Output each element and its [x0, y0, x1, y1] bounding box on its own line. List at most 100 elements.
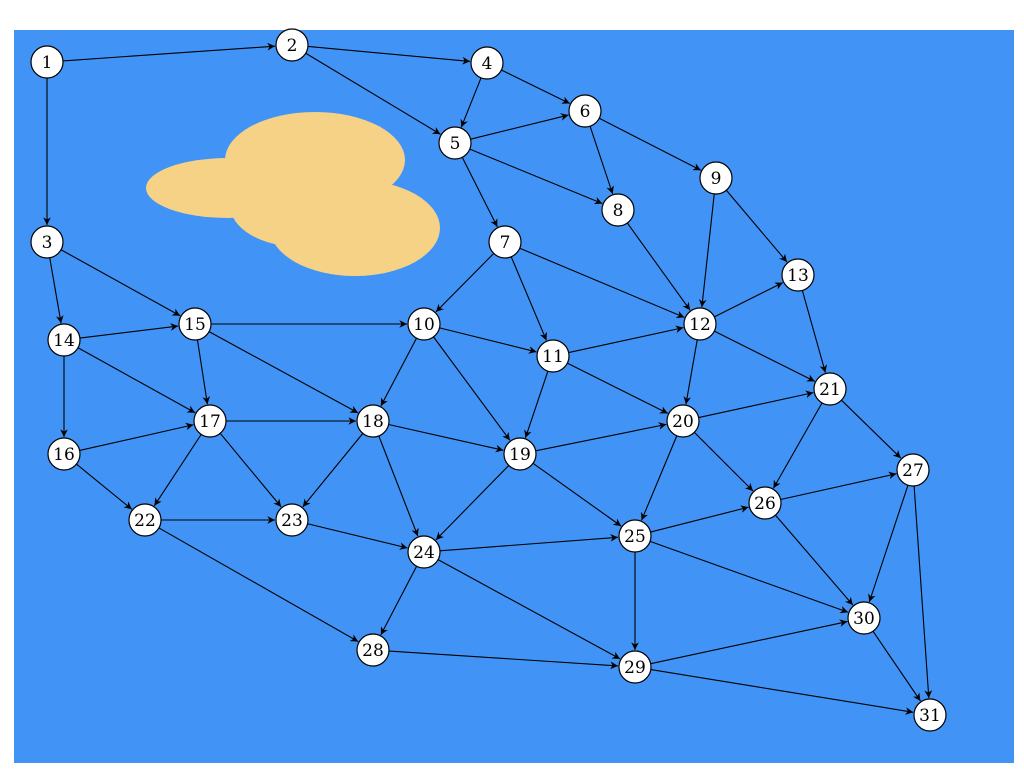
node-circle: [47, 437, 81, 471]
node-circle: [896, 453, 930, 487]
edge-3-15: [60, 249, 181, 317]
node-2: 2: [275, 28, 309, 62]
node-31: 31: [913, 698, 947, 732]
edge-13-21: [801, 290, 828, 373]
edge-21-26: [772, 402, 823, 489]
edge-24-25: [439, 534, 619, 552]
node-circle: [847, 601, 881, 635]
edge-7-11: [510, 256, 547, 341]
node-label: 31: [919, 706, 941, 726]
node-4: 4: [470, 46, 504, 80]
node-label: 2: [287, 36, 298, 56]
node-circle: [568, 94, 602, 128]
edge-15-18: [208, 331, 359, 414]
node-28: 28: [356, 633, 390, 667]
node-15: 15: [178, 307, 212, 341]
node-label: 18: [362, 412, 384, 432]
node-5: 5: [438, 126, 472, 160]
node-circle: [275, 28, 309, 62]
node-26: 26: [748, 486, 782, 520]
node-circle: [666, 404, 700, 438]
edge-10-18: [380, 337, 418, 407]
node-29: 29: [618, 650, 652, 684]
edge-25-26: [650, 505, 749, 533]
edge-18-24: [378, 435, 419, 537]
node-circle: [356, 633, 390, 667]
edge-6-9: [598, 117, 702, 171]
node-label: 15: [184, 315, 206, 335]
edge-30-31: [872, 630, 921, 702]
node-9: 9: [699, 161, 733, 195]
edge-12-13: [714, 282, 784, 318]
edge-18-19: [388, 423, 504, 453]
node-label: 6: [580, 102, 591, 122]
edge-2-4: [307, 45, 471, 65]
edge-5-7: [461, 157, 498, 228]
edge-24-29: [437, 559, 621, 660]
node-label: 14: [53, 331, 75, 351]
edge-19-24: [435, 465, 510, 541]
node-circle: [356, 404, 390, 438]
node-circle: [699, 161, 733, 195]
node-label: 30: [853, 609, 875, 629]
edge-14-17: [77, 347, 196, 414]
node-11: 11: [536, 339, 570, 373]
node-27: 27: [896, 453, 930, 487]
node-circle: [178, 307, 212, 341]
node-8: 8: [601, 193, 635, 227]
edge-27-31: [913, 485, 933, 699]
node-circle: [618, 519, 652, 553]
edge-14-15: [79, 323, 179, 339]
edge-27-30: [868, 485, 909, 603]
node-30: 30: [847, 601, 881, 635]
node-label: 24: [413, 543, 435, 563]
node-17: 17: [193, 404, 227, 438]
node-label: 3: [42, 233, 53, 253]
edge-20-21: [698, 390, 814, 419]
node-circle: [488, 225, 522, 259]
node-circle: [683, 307, 717, 341]
node-25: 25: [618, 519, 652, 553]
node-label: 17: [199, 412, 221, 432]
node-circle: [748, 486, 782, 520]
node-circle: [193, 404, 227, 438]
node-7: 7: [488, 225, 522, 259]
node-label: 4: [482, 54, 493, 74]
node-label: 8: [613, 201, 624, 221]
obstacle-blob: [146, 112, 440, 276]
edge-4-6: [501, 69, 570, 105]
edge-12-21: [714, 330, 816, 382]
edge-8-12: [626, 222, 691, 311]
node-14: 14: [47, 323, 81, 357]
node-label: 10: [413, 315, 435, 335]
edge-16-17: [79, 422, 194, 452]
node-circle: [128, 503, 162, 537]
edge-6-8: [589, 126, 614, 195]
node-circle: [30, 225, 64, 259]
node-label: 12: [689, 315, 711, 335]
edge-layer: [43, 42, 933, 715]
edge-26-30: [775, 514, 854, 606]
node-circle: [407, 307, 441, 341]
node-circle: [470, 46, 504, 80]
blob-lobe: [230, 163, 370, 247]
node-circle: [913, 698, 947, 732]
node-label: 28: [362, 641, 384, 661]
node-circle: [601, 193, 635, 227]
node-20: 20: [666, 404, 700, 438]
node-circle: [47, 323, 81, 357]
edge-18-23: [302, 433, 364, 508]
edge-28-29: [388, 650, 619, 670]
node-circle: [30, 45, 64, 79]
edge-5-6: [470, 113, 569, 140]
canvas-background: [14, 30, 1014, 763]
node-label: 26: [754, 494, 776, 514]
edge-20-26: [693, 431, 754, 492]
node-12: 12: [683, 307, 717, 341]
edge-19-20: [535, 422, 667, 452]
edge-21-27: [841, 399, 902, 459]
node-circle: [618, 650, 652, 684]
node-label: 7: [500, 233, 511, 253]
node-circle: [407, 535, 441, 569]
